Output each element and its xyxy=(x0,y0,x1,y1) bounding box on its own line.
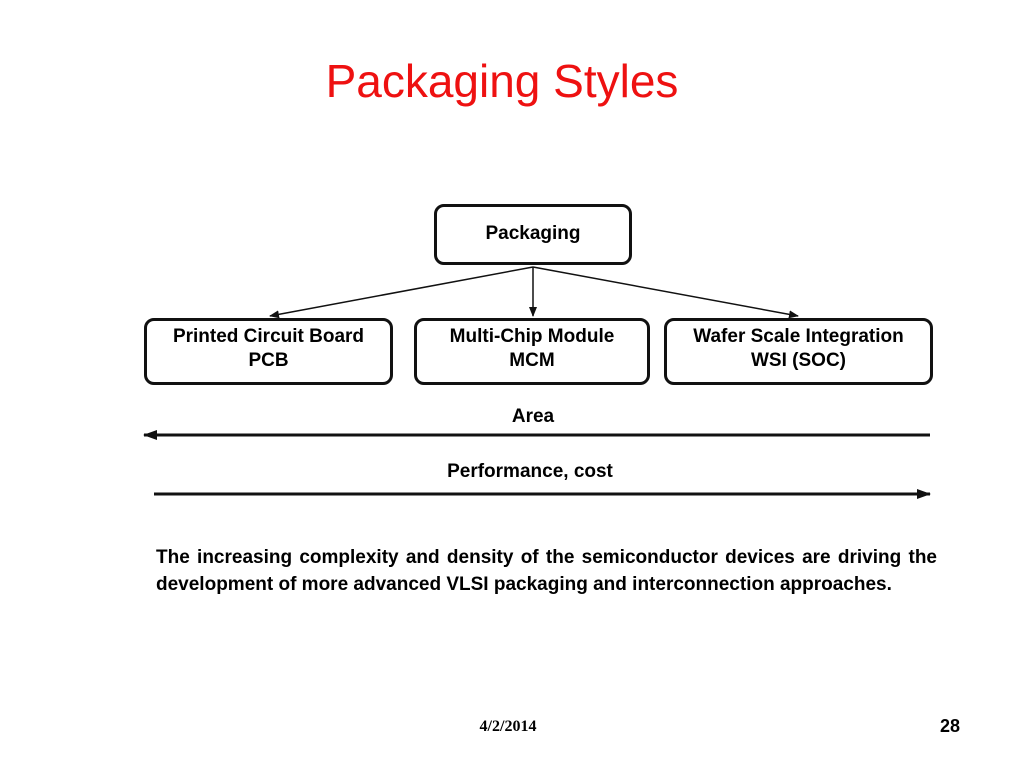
mcm-node-abbrev: MCM xyxy=(509,349,555,371)
pcb-node-title: Printed Circuit Board xyxy=(172,326,365,347)
pcb-node: Printed Circuit Board PCB xyxy=(144,318,393,385)
wsi-node-abbrev: WSI (SOC) xyxy=(751,349,846,371)
page-number: 28 xyxy=(939,716,960,736)
footer-date: 4/2/2014 xyxy=(479,718,537,735)
mcm-node-title: Multi-Chip Module xyxy=(449,326,615,347)
connector-to-wsi xyxy=(532,266,799,319)
packaging-root-label: Packaging xyxy=(485,223,581,244)
slide-title: Packaging Styles xyxy=(325,55,679,107)
wsi-node-title: Wafer Scale Integration xyxy=(693,326,904,347)
mcm-node: Multi-Chip Module MCM xyxy=(414,318,650,385)
wsi-node: Wafer Scale Integration WSI (SOC) xyxy=(664,318,933,385)
performance-cost-label: Performance, cost xyxy=(447,461,613,482)
packaging-root-node: Packaging xyxy=(434,204,632,265)
pcb-node-abbrev: PCB xyxy=(248,349,289,371)
body-paragraph: The increasing complexity and density of… xyxy=(156,547,937,595)
connector-to-pcb xyxy=(269,266,534,319)
area-label: Area xyxy=(511,406,555,427)
